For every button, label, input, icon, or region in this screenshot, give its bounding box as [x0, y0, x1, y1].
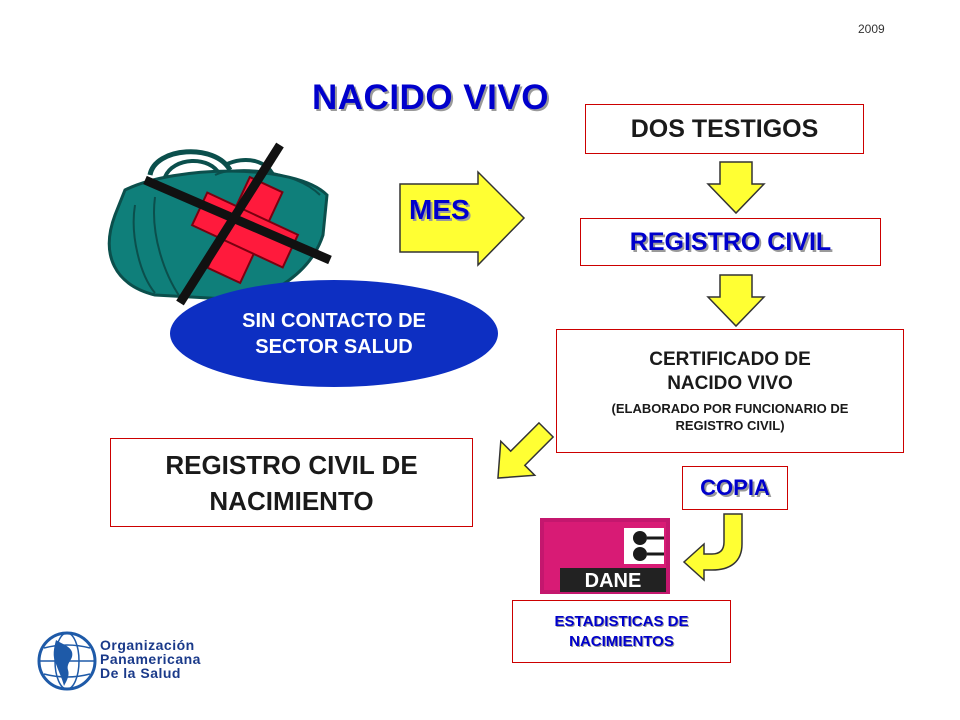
oval-line-1: SIN CONTACTO DE — [242, 309, 426, 332]
org-line-1: Organización — [100, 637, 195, 653]
mes-label: MES — [409, 194, 470, 225]
certificado-note-2: REGISTRO CIVIL) — [675, 418, 785, 433]
registro-nacimiento-line-2: NACIMIENTO — [209, 485, 374, 516]
estadisticas-line-2: NACIMIENTOS — [569, 632, 674, 650]
dos-testigos-label: DOS TESTIGOS — [630, 114, 819, 143]
copia-box: COPIA — [682, 466, 788, 510]
medical-bag-crossed-icon — [107, 142, 332, 306]
globe-logo-icon — [37, 631, 97, 691]
certificado-note-1: (ELABORADO POR FUNCIONARIO DE — [611, 401, 849, 416]
oval-line-2: SECTOR SALUD — [255, 335, 413, 358]
certificado-line-1: CERTIFICADO DE — [649, 349, 811, 370]
certificado-box: CERTIFICADO DE NACIDO VIVO (ELABORADO PO… — [556, 329, 904, 453]
down-arrow-1 — [706, 161, 766, 215]
page-title: NACIDO VIVO — [312, 78, 549, 117]
curved-arrow — [682, 513, 743, 582]
org-line-2: Panamericana — [100, 651, 201, 667]
mes-arrow — [399, 170, 526, 267]
sin-contacto-oval: SIN CONTACTO DE SECTOR SALUD — [170, 280, 498, 387]
dos-testigos-box: DOS TESTIGOS — [585, 104, 864, 154]
ops-org-name: Organización Panamericana De la Salud — [100, 638, 201, 680]
registro-nacimiento-line-1: REGISTRO CIVIL DE — [165, 449, 418, 480]
down-arrow-2 — [706, 274, 766, 328]
dane-logo: DANE — [540, 518, 670, 594]
copia-label: COPIA — [700, 475, 770, 500]
registro-civil-label: REGISTRO CIVIL — [629, 227, 832, 256]
certificado-line-2: NACIDO VIVO — [667, 373, 793, 394]
dane-logo-text: DANE — [585, 570, 642, 592]
year-label: 2009 — [858, 22, 885, 36]
estadisticas-line-1: ESTADISTICAS DE — [554, 612, 689, 630]
registro-civil-nacimiento-box: REGISTRO CIVIL DE NACIMIENTO — [110, 438, 473, 527]
org-line-3: De la Salud — [100, 665, 181, 681]
estadisticas-box: ESTADISTICAS DE NACIMIENTOS — [512, 600, 731, 663]
registro-civil-box: REGISTRO CIVIL — [580, 218, 881, 266]
diagonal-arrow — [497, 421, 555, 479]
